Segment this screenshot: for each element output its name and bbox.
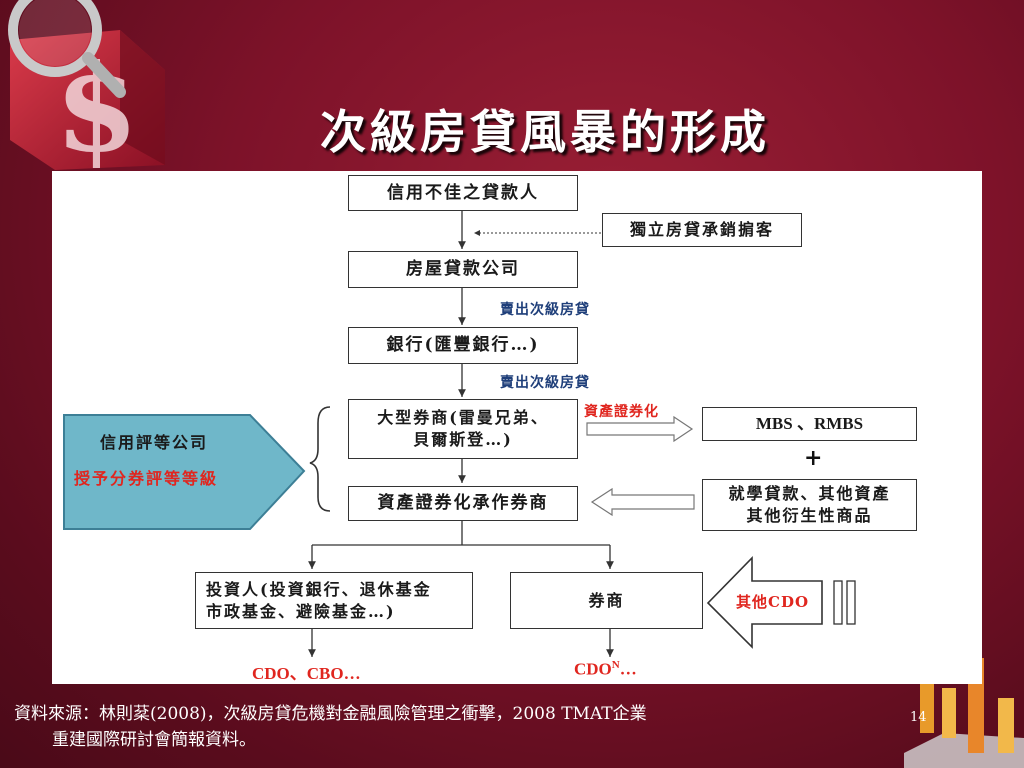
source-line2: 重建國際研討會簡報資料。 <box>52 729 256 750</box>
broker-box: 獨立房貸承銷掮客 <box>602 213 802 247</box>
rating-arrow-shape <box>63 414 306 530</box>
source-citation: 資料來源：林則棻(2008)，次級房貸危機對金融風險管理之衝擊，2008 TMA… <box>14 702 924 753</box>
mortgage-company-label: 房屋貸款公司 <box>406 259 520 280</box>
broker-label: 獨立房貸承銷掮客 <box>629 220 774 240</box>
big-broker-box: 大型券商(雷曼兄弟、 貝爾斯登…) <box>348 399 578 459</box>
underwriter-box: 資產證券化承作券商 <box>348 486 578 521</box>
rating-agency-shape: 信用評等公司 授予分券評等等級 <box>60 413 310 531</box>
bar-chart-icon <box>904 658 1024 768</box>
cdo-n-sup: N <box>611 659 620 671</box>
borrower-box: 信用不佳之貸款人 <box>348 175 578 211</box>
other-cdo-label: 其他CDO <box>736 593 810 611</box>
other-assets-line2: 其他衍生性商品 <box>746 506 873 525</box>
page-number: 14 <box>910 710 927 725</box>
cdo-cbo-label: CDO、CBO… <box>252 664 361 683</box>
other-assets-box: 就學貸款、其他資產 其他衍生性商品 <box>702 479 917 531</box>
mbs-box: MBS 、RMBS <box>702 407 917 441</box>
big-broker-line2: 貝爾斯登…) <box>413 430 513 449</box>
rating-agency-label: 信用評等公司 <box>100 433 209 452</box>
securitization-label: 資產證券化 <box>584 404 659 420</box>
investor-line2: 市政基金、避險基金…) <box>206 601 396 621</box>
bank-label: 銀行(匯豐銀行…) <box>386 335 540 356</box>
dealer-label: 券商 <box>588 590 625 610</box>
investor-box: 投資人(投資銀行、退休基金 市政基金、避險基金…) <box>195 572 473 629</box>
mbs-label: MBS 、RMBS <box>755 413 864 433</box>
magnifier-dollar-icon: $ <box>8 0 165 170</box>
sell-label-1: 賣出次級房貸 <box>500 302 590 318</box>
other-assets-line1: 就學貸款、其他資產 <box>728 484 891 504</box>
mortgage-company-box: 房屋貸款公司 <box>348 251 578 288</box>
rating-action-label: 授予分券評等等級 <box>74 469 219 488</box>
cdo-n-label: CDON… <box>574 659 637 680</box>
bank-box: 銀行(匯豐銀行…) <box>348 327 578 364</box>
source-line1: 資料來源：林則棻(2008)，次級房貸危機對金融風險管理之衝擊，2008 TMA… <box>14 704 647 724</box>
sell-label-2: 賣出次級房貸 <box>500 375 590 391</box>
slide-title: 次級房貸風暴的形成 <box>320 105 770 159</box>
cdo-n-tail: … <box>619 659 637 679</box>
cdo-n-base: CDO <box>574 659 612 679</box>
dealer-box: 券商 <box>510 572 703 629</box>
plus-sign: + <box>804 445 823 471</box>
underwriter-label: 資產證券化承作券商 <box>377 493 549 514</box>
big-broker-line1: 大型券商(雷曼兄弟、 <box>377 408 549 428</box>
investor-line1: 投資人(投資銀行、退休基金 <box>206 579 432 599</box>
borrower-label: 信用不佳之貸款人 <box>387 182 539 203</box>
connector-lines <box>308 211 856 657</box>
